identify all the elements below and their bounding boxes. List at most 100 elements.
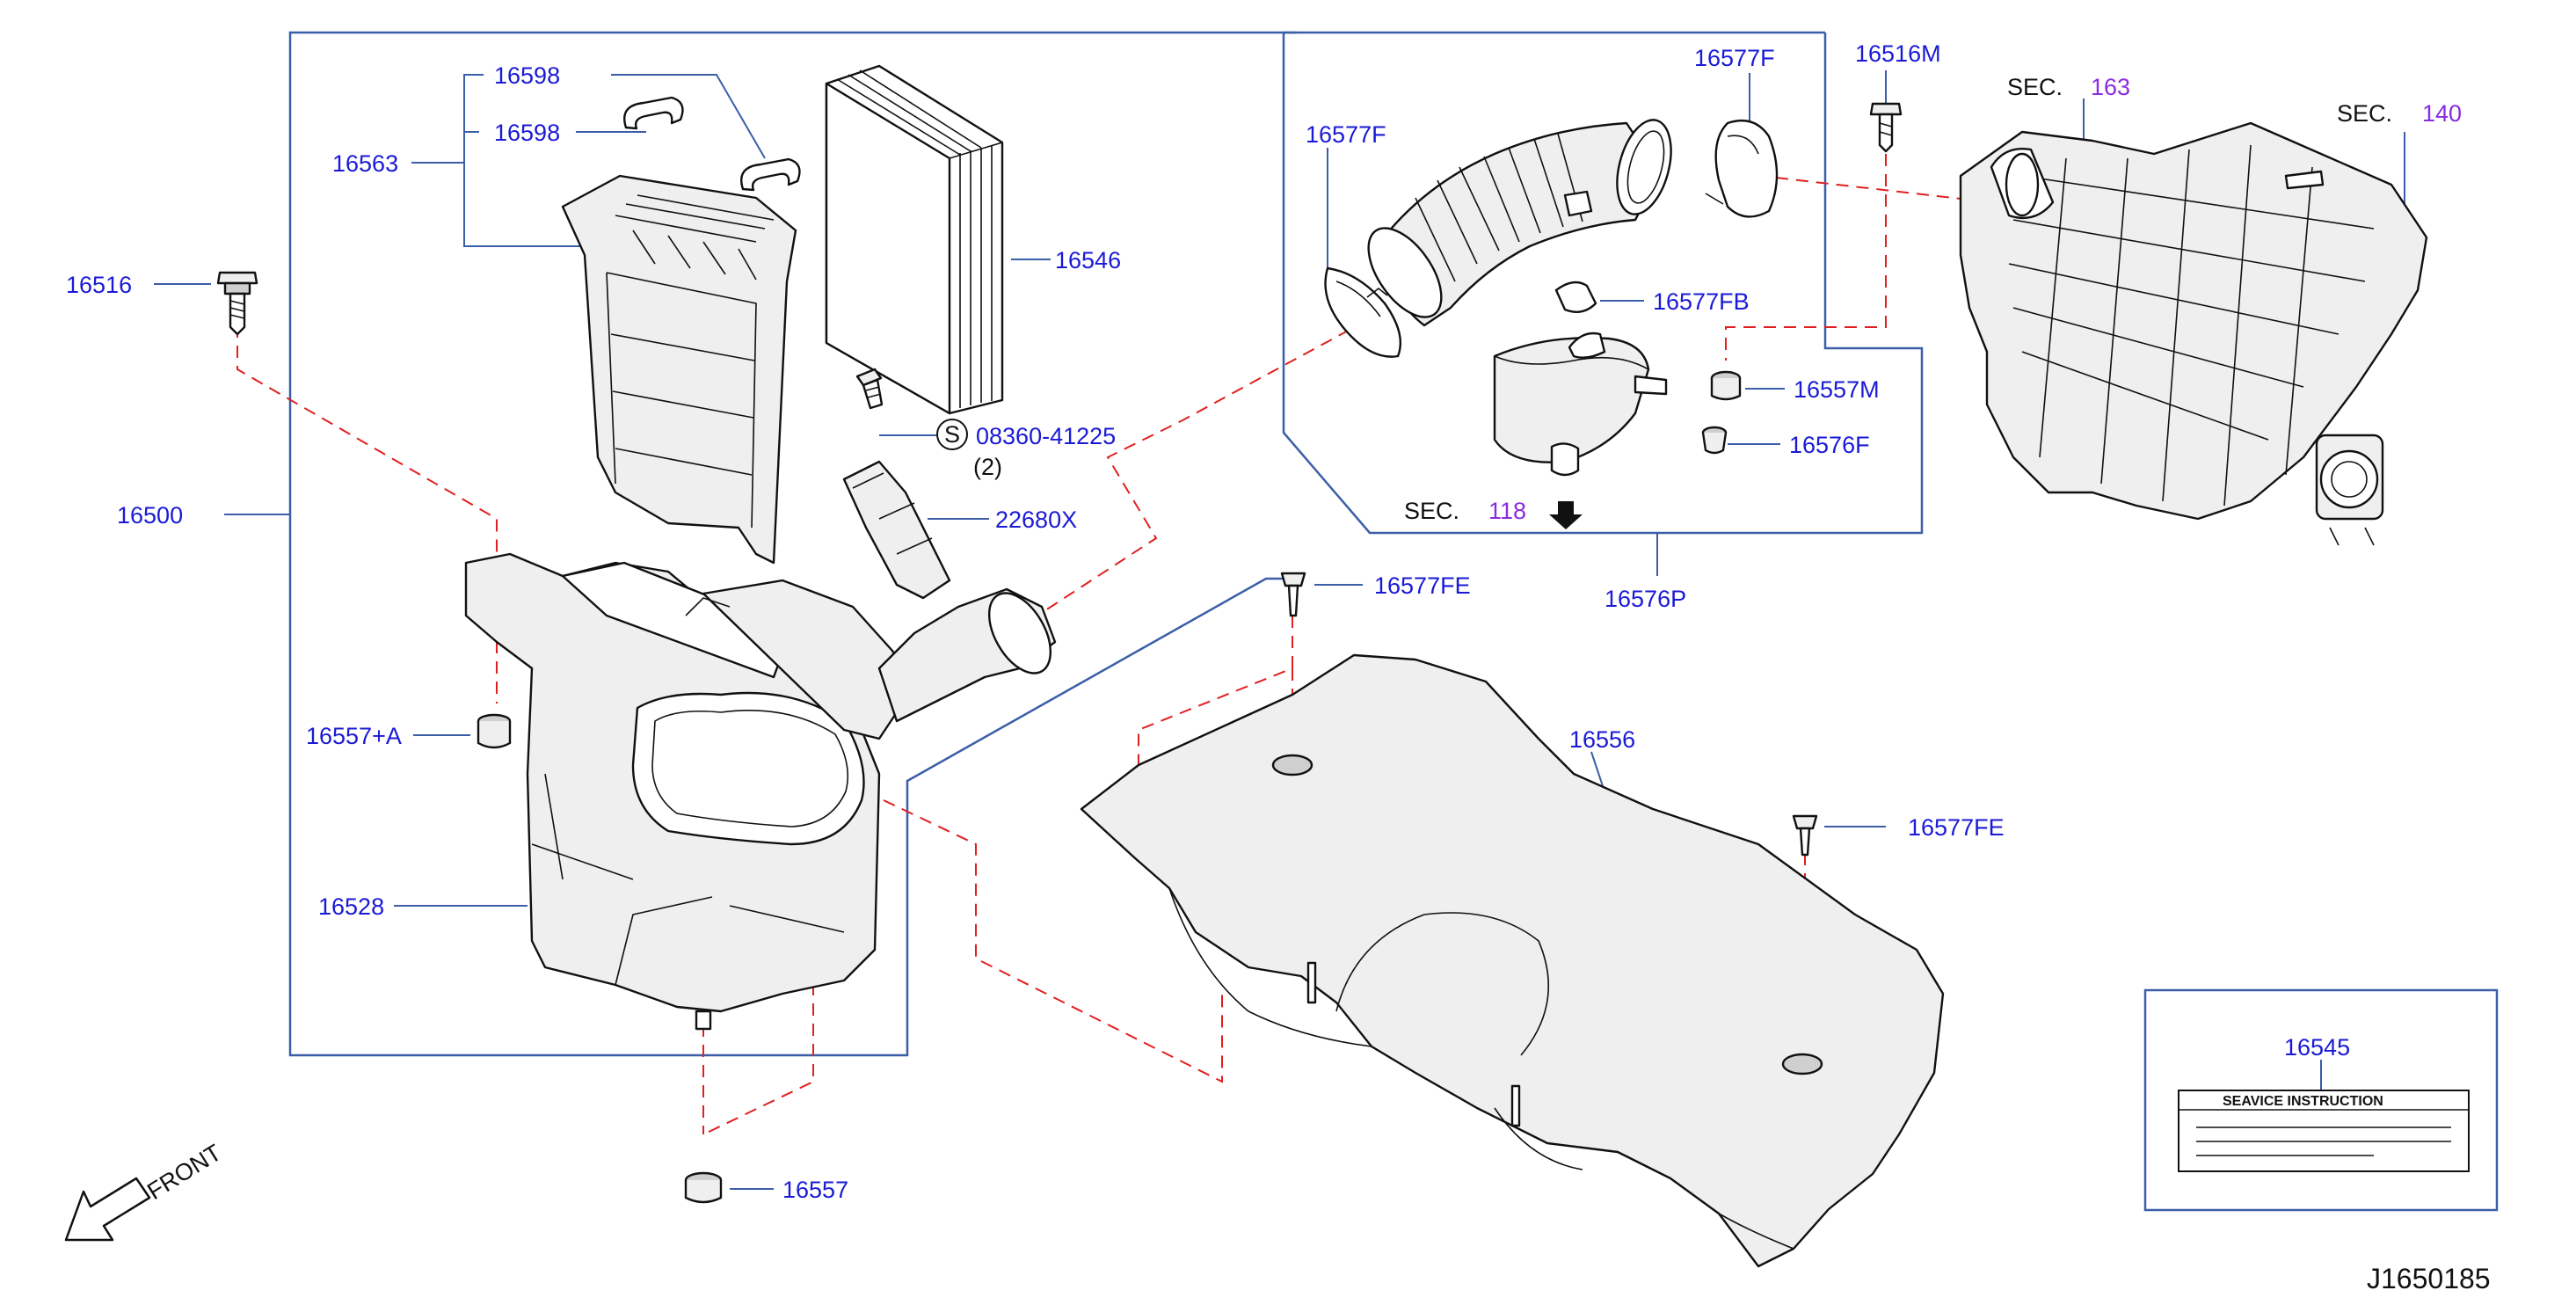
section-140-label: SEC. xyxy=(2337,100,2392,127)
part-number-16557-a: 16557+A xyxy=(306,723,402,749)
filter-front-face xyxy=(825,82,951,415)
grommet-16557 xyxy=(684,1171,723,1204)
part-number-16577fe-lower: 16577FE xyxy=(1908,814,2005,841)
part-number-16556: 16556 xyxy=(1569,726,1635,753)
hose-clamp-16577f-left xyxy=(1324,266,1401,358)
cover-ribs xyxy=(615,194,775,281)
hidden-line-cover xyxy=(883,799,1223,1083)
clip-16598-upper xyxy=(623,96,684,130)
part-number-16577f-left: 16577F xyxy=(1306,121,1386,148)
bolt-16516m xyxy=(1869,102,1903,153)
clip-16576f xyxy=(1701,426,1728,455)
part-number-16598-a: 16598 xyxy=(494,62,560,89)
part-number-16528: 16528 xyxy=(318,893,384,920)
s-symbol-circle xyxy=(936,419,968,450)
cover-pin-2 xyxy=(1510,1084,1521,1127)
section-118-label: SEC. xyxy=(1404,498,1459,524)
bolt-16516 xyxy=(216,271,258,336)
clip-16598-lower xyxy=(740,157,801,192)
part-number-16516: 16516 xyxy=(66,272,132,298)
hidden-line-bolt-16516m xyxy=(1725,154,1887,361)
case-mount-pin xyxy=(695,1010,712,1031)
engine-cover-16556 xyxy=(1080,653,1945,1268)
air-duct-group-frame xyxy=(1282,31,1924,535)
manifold-vacuum-port xyxy=(2284,170,2325,190)
part-number-16557m: 16557M xyxy=(1794,376,1880,403)
air-flow-meter-sensor xyxy=(842,460,951,600)
resonator-outlet xyxy=(1550,442,1580,477)
intake-manifold-collector xyxy=(1959,121,2428,521)
section-140-number: 140 xyxy=(2422,100,2462,127)
hidden-line-duct-1 xyxy=(1037,329,1350,616)
clamp-right-band xyxy=(1705,135,1759,205)
duct-end-right xyxy=(1616,119,1672,215)
resonator-16576p xyxy=(1493,336,1650,463)
part-number-16577fe-upper: 16577FE xyxy=(1374,572,1471,599)
air-cleaner-upper-cover xyxy=(561,174,797,565)
quantity-08360: (2) xyxy=(973,454,1002,480)
grommet-16557a xyxy=(477,713,512,749)
clip-16577fe-upper xyxy=(1280,572,1306,617)
section-163-label: SEC. xyxy=(2007,74,2063,100)
resonator-top xyxy=(1494,355,1649,370)
hose-clamp-16577f-right xyxy=(1714,119,1779,218)
cover-mount-hole-2 xyxy=(1781,1053,1823,1075)
screw-08360 xyxy=(855,368,884,410)
part-number-16576p: 16576P xyxy=(1605,586,1686,612)
part-number-16545: 16545 xyxy=(2284,1034,2350,1061)
front-arrow-icon xyxy=(64,1177,151,1242)
case-detail-lines xyxy=(531,597,845,986)
cover-pin-1 xyxy=(1306,961,1317,1004)
filter-top-edge xyxy=(836,69,982,156)
front-direction-label: FRONT xyxy=(142,1139,226,1205)
section-163-number: 163 xyxy=(2091,74,2130,100)
hose-clamp-16577fb xyxy=(1554,281,1597,313)
cover-mount-hole-1 xyxy=(1271,754,1313,776)
bellows-ribs xyxy=(1415,133,1583,282)
cover-underside xyxy=(1168,887,1794,1250)
throttle-body xyxy=(2315,434,2384,546)
part-number-16577fb: 16577FB xyxy=(1653,288,1750,315)
leader-16563-bracket xyxy=(463,74,585,247)
resonator-outlet-arrow xyxy=(1549,501,1583,529)
clip-16577fe-lower xyxy=(1792,814,1818,857)
cover-frame-inner xyxy=(606,272,757,529)
label-text-lines xyxy=(2196,1126,2451,1156)
part-number-16500: 16500 xyxy=(117,502,183,529)
cover-rib-u xyxy=(1335,912,1550,1056)
sensor-detail xyxy=(852,472,933,555)
hidden-line-bolt-16516 xyxy=(236,325,498,580)
intake-bellows-duct xyxy=(1379,121,1648,327)
grommet-16557m xyxy=(1710,370,1742,401)
part-number-16546: 16546 xyxy=(1055,247,1121,273)
label-group-frame xyxy=(2143,988,2499,1212)
resonator-tab xyxy=(1634,375,1668,396)
part-number-16557: 16557 xyxy=(782,1177,848,1203)
part-number-16577f-right: 16577F xyxy=(1694,45,1775,71)
duct-end-right-inner xyxy=(1626,130,1665,204)
section-118-number: 118 xyxy=(1488,498,1526,524)
part-number-16598-b: 16598 xyxy=(494,120,560,146)
leader-16598a xyxy=(611,74,766,159)
clamp-left-band xyxy=(1335,281,1388,317)
service-label-text: SEAVICE INSTRUCTION xyxy=(2223,1094,2383,1109)
duct-nipple xyxy=(1563,190,1593,217)
manifold-inlet-port xyxy=(2005,152,2040,217)
snorkel-mouth xyxy=(987,592,1052,674)
case-intake-inner xyxy=(651,710,849,827)
manifold-ribs xyxy=(2008,144,2375,507)
air-cleaner-group-frame xyxy=(288,31,1297,1057)
duct-end-left xyxy=(1367,227,1443,318)
case-intake-opening xyxy=(631,691,865,846)
s-symbol: S xyxy=(944,421,960,448)
part-number-16576f: 16576F xyxy=(1789,432,1870,458)
part-number-16516m: 16516M xyxy=(1855,40,1941,67)
diagram-reference-number: J1650185 xyxy=(2367,1263,2491,1294)
resonator-neck xyxy=(1568,332,1606,359)
hidden-line-manifold xyxy=(1775,177,1992,203)
filter-pleats xyxy=(949,142,1003,408)
service-instruction-label xyxy=(2178,1090,2470,1172)
part-number-08360-41225: 08360-41225 xyxy=(976,423,1116,449)
part-number-22680x: 22680X xyxy=(995,507,1077,533)
